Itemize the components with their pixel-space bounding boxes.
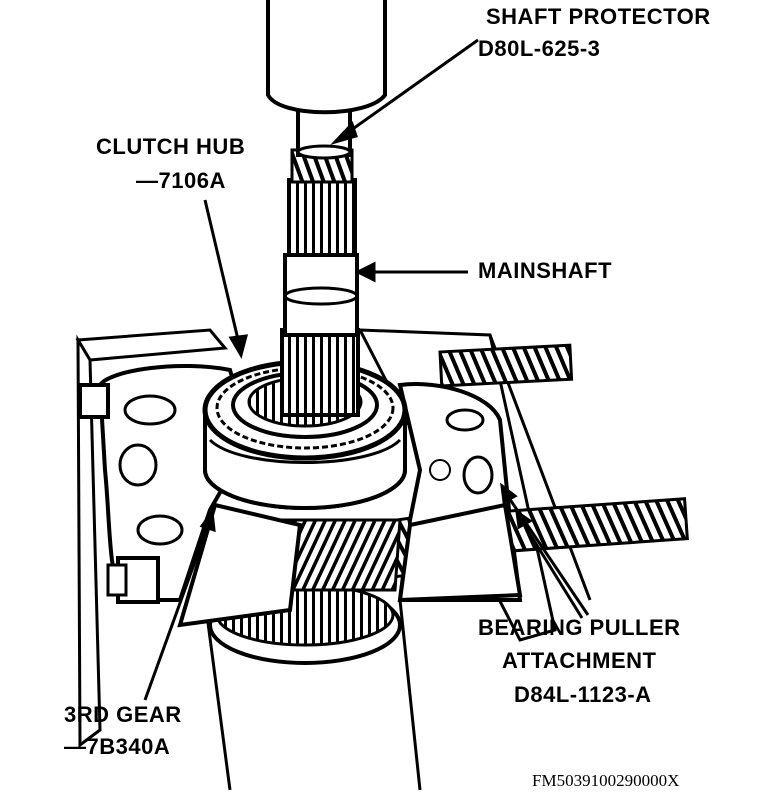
- shaft-protector-leader: [339, 38, 479, 140]
- third-gear-arrowhead: [199, 507, 216, 533]
- shaft-protector-arrowhead: [330, 121, 358, 145]
- mainshaft-label: MAINSHAFT: [478, 258, 613, 283]
- third-gear-leader: [143, 519, 212, 701]
- shaft-protector-label: SHAFT PROTECTOR: [486, 4, 711, 29]
- bearing-puller-arrowhead-1: [500, 482, 518, 505]
- mainshaft: [280, 148, 360, 417]
- bearing-puller-arrowhead-2: [515, 508, 533, 530]
- shaft-protector-part-number: D80L-625-3: [478, 36, 601, 61]
- clutch-hub-arrowhead: [228, 334, 249, 359]
- bearing-puller-part-number: D84L-1123-A: [514, 682, 652, 707]
- third-gear-part-number: —7B340A: [64, 734, 171, 759]
- clutch-hub-part-number: —7106A: [136, 168, 226, 193]
- bearing-puller-label: BEARING PULLER: [478, 615, 681, 640]
- third-gear-label: 3RD GEAR: [64, 702, 182, 727]
- clutch-hub-leader: [203, 199, 242, 349]
- leader-lines: [143, 38, 590, 701]
- bearing-puller-leader-2: [518, 517, 584, 619]
- figure-id: FM5039100290000X: [532, 771, 680, 790]
- bearing-puller-label-line2: ATTACHMENT: [502, 648, 657, 673]
- press-ram: [266, 0, 387, 115]
- puller-jaw-plates: [177, 502, 523, 628]
- mainshaft-arrowhead: [354, 261, 376, 283]
- clutch-hub-label: CLUTCH HUB: [96, 134, 246, 159]
